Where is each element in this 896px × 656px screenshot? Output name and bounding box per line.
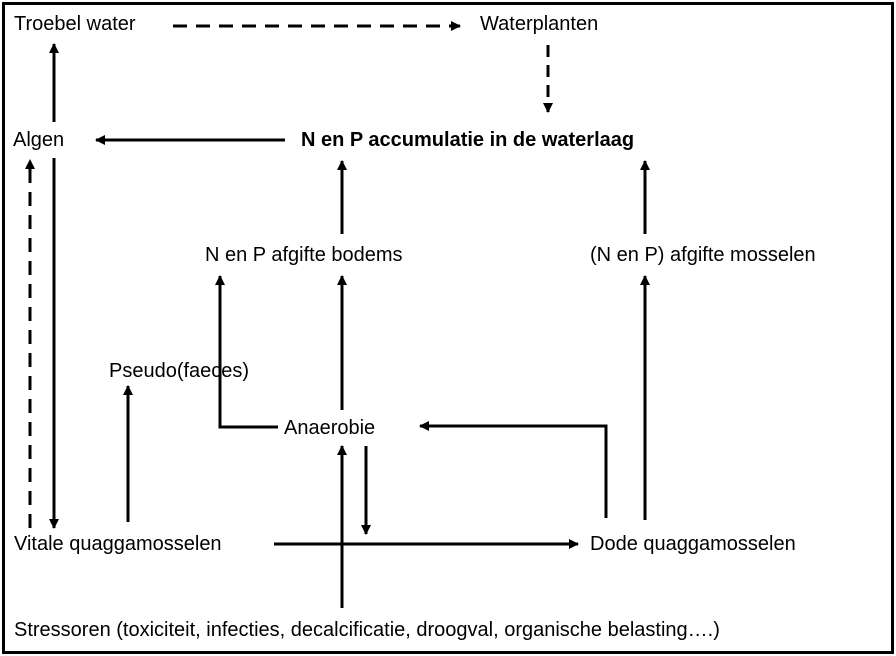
node-anaerobie: Anaerobie (284, 417, 376, 439)
node-pseudo-faeces: Pseudo(faeces) (109, 360, 250, 382)
node-dode-quaggamosselen: Dode quaggamosselen (590, 533, 796, 555)
node-vitale-quaggamosselen: Vitale quaggamosselen (14, 533, 222, 555)
node-troebel-water: Troebel water (14, 13, 136, 35)
node-afgifte-bodems: N en P afgifte bodems (205, 244, 403, 266)
node-stressoren: Stressoren (toxiciteit, infecties, decal… (14, 619, 720, 641)
arrow-dode-to-anaerobie (419, 421, 608, 518)
arrow-anaerobie-elbow-to-bodems (215, 275, 278, 429)
node-accumulatie: N en P accumulatie in de waterlaag (301, 129, 635, 151)
node-waterplanten: Waterplanten (480, 13, 599, 35)
node-afgifte-mosselen: (N en P) afgifte mosselen (590, 244, 816, 266)
node-algen: Algen (13, 129, 65, 151)
